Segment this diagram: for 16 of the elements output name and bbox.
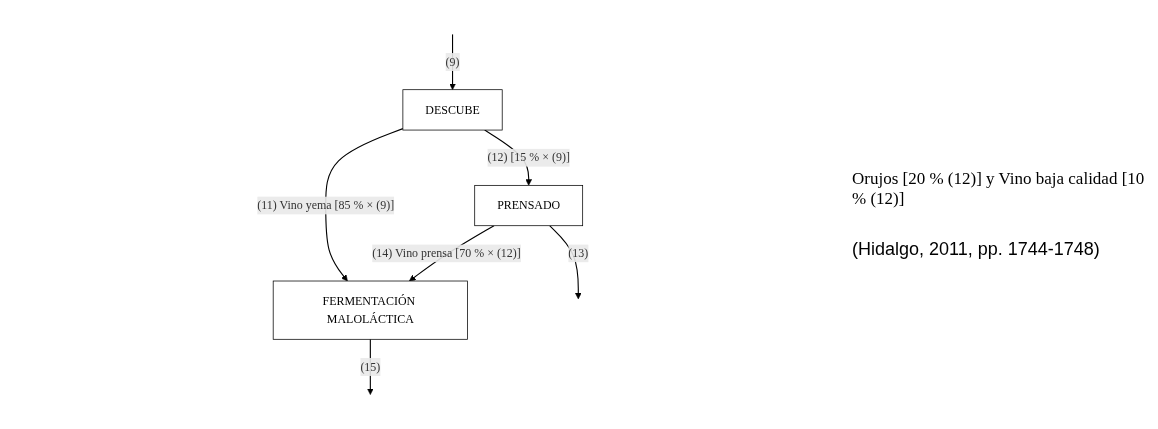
edge-label: (12) [15 % × (9)] [487,150,570,164]
edge-label: (15) [360,360,381,373]
flow-diagram: (9) (12) [15 % × (9)] (11) Vino yema [85 % × (9)] (14) Vino prensa [70 % × (12)] (13) (15) DESCUBE PRENSADO FERMENTACIÓN MALOLÁCTICA [6,6,852,423]
output-note: Orujos [20 % (12)] y Vino baja calidad [10 % (12)] [852,169,1146,209]
edge-label: (11) Vino yema [85 % × (9)] [257,198,395,212]
arrow [325,128,404,282]
edge-label: (13) [568,246,589,260]
arrow [549,225,582,300]
node-box [474,184,584,227]
source-citation: (Hidalgo, 2011, pp. 1744-1748) [852,239,1101,260]
edge-label: (14) Vino prensa [70 % × (12)] [372,246,521,260]
edge-label: (9) [445,55,460,69]
node-box [402,89,503,131]
node-box [272,280,468,340]
arrow [449,33,456,90]
arrow [367,338,374,395]
